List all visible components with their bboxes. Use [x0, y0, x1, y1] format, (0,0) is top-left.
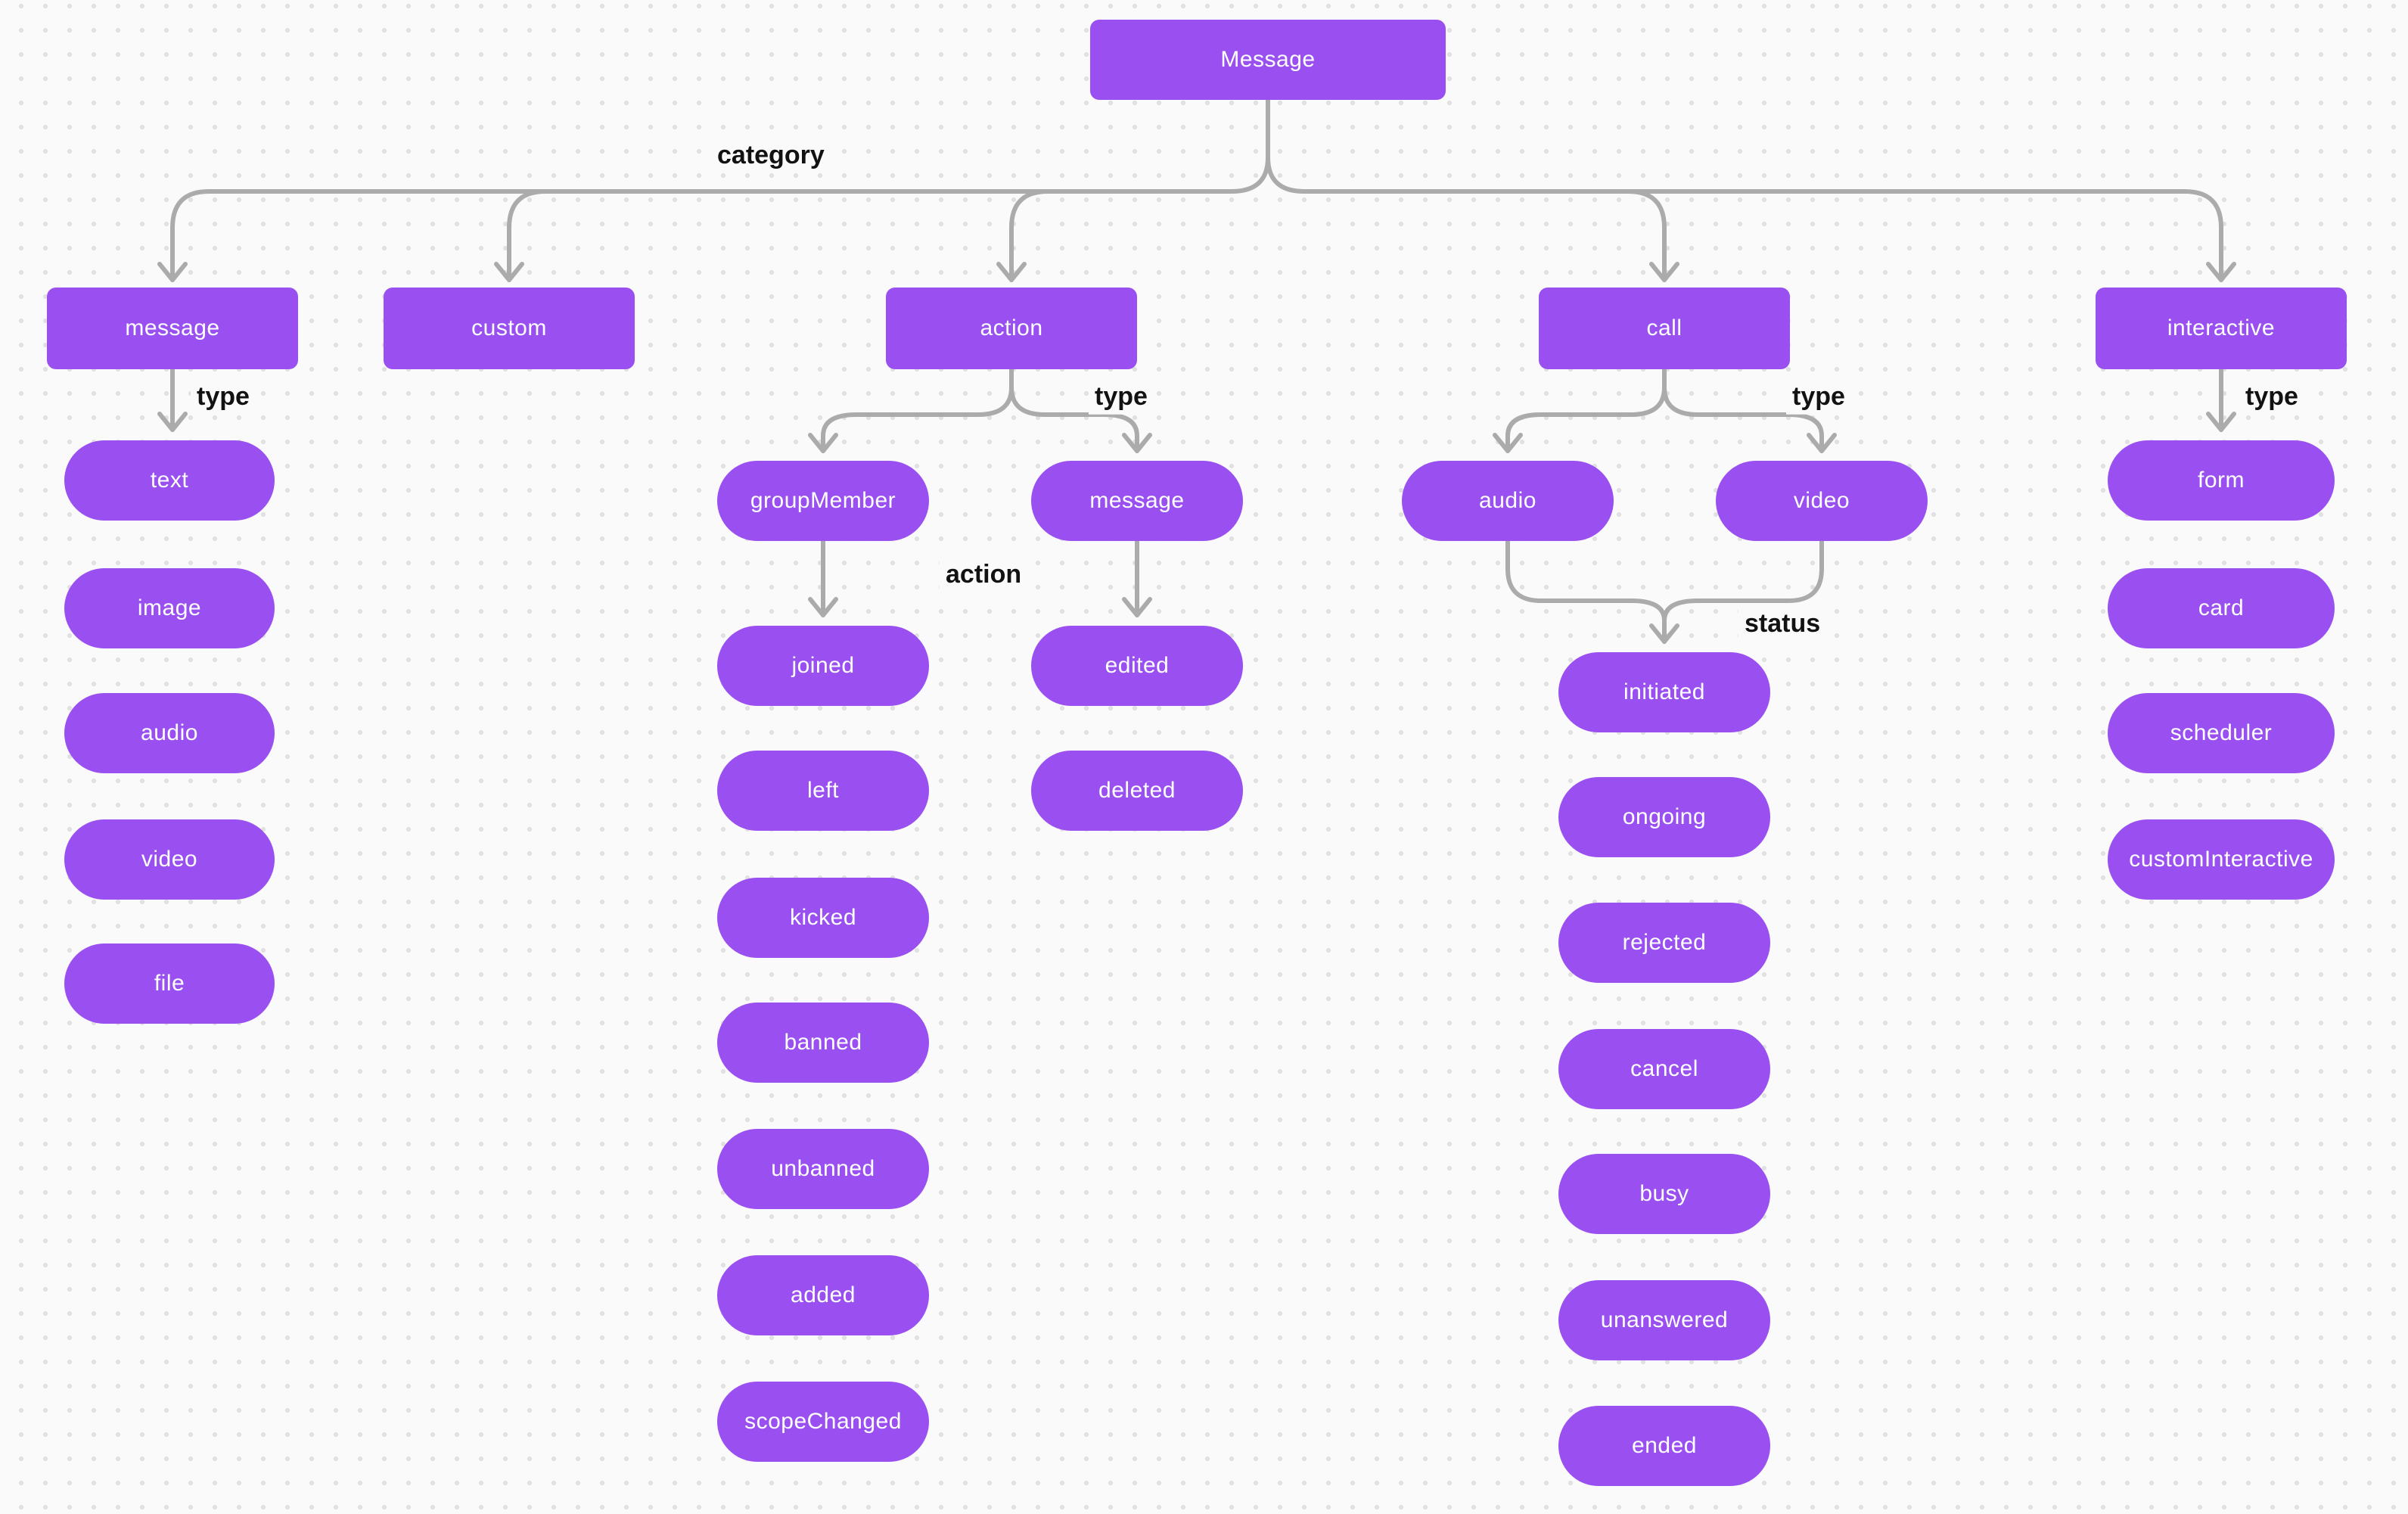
node-status-ended[interactable]: ended — [1558, 1406, 1770, 1486]
node-type-video[interactable]: video — [64, 819, 275, 900]
node-type-audio[interactable]: audio — [64, 693, 275, 773]
node-status-initiated[interactable]: initiated — [1558, 652, 1770, 732]
node-type-text[interactable]: text — [64, 440, 275, 521]
edge-label-type-action: type — [1089, 378, 1154, 415]
node-interactive-scheduler[interactable]: scheduler — [2108, 693, 2335, 773]
node-message-root[interactable]: Message — [1090, 20, 1446, 100]
node-call-audio[interactable]: audio — [1402, 461, 1614, 541]
node-group-scope-changed[interactable]: scopeChanged — [717, 1382, 929, 1462]
node-type-image[interactable]: image — [64, 568, 275, 648]
node-group-kicked[interactable]: kicked — [717, 878, 929, 958]
node-msg-deleted[interactable]: deleted — [1031, 751, 1243, 831]
edge-label-type-message: type — [191, 378, 256, 415]
edge-action-to-group-member — [808, 367, 1014, 453]
edge-root-to-interactive — [1266, 98, 2236, 282]
node-status-rejected[interactable]: rejected — [1558, 903, 1770, 983]
node-group-left[interactable]: left — [717, 751, 929, 831]
node-call-video[interactable]: video — [1716, 461, 1928, 541]
node-type-file[interactable]: file — [64, 944, 275, 1024]
node-group-banned[interactable]: banned — [717, 1003, 929, 1083]
node-category-custom[interactable]: custom — [384, 288, 635, 369]
edge-label-status: status — [1738, 605, 1827, 642]
node-group-joined[interactable]: joined — [717, 626, 929, 706]
node-status-ongoing[interactable]: ongoing — [1558, 777, 1770, 857]
node-group-unbanned[interactable]: unbanned — [717, 1129, 929, 1209]
edges-group — [157, 98, 2236, 644]
node-action-message[interactable]: message — [1031, 461, 1243, 541]
node-group-added[interactable]: added — [717, 1255, 929, 1335]
edge-label-action: action — [940, 556, 1028, 592]
node-interactive-card[interactable]: card — [2108, 568, 2335, 648]
node-status-unanswered[interactable]: unanswered — [1558, 1280, 1770, 1360]
edge-call-to-audio — [1493, 367, 1667, 453]
edge-root-to-call — [1626, 189, 1679, 282]
edge-audio-to-initiated — [1505, 539, 1679, 644]
node-interactive-form[interactable]: form — [2108, 440, 2335, 521]
node-category-call[interactable]: call — [1539, 288, 1790, 369]
node-category-message[interactable]: message — [47, 288, 298, 369]
edge-label-category: category — [711, 137, 831, 173]
edge-root-to-custom — [494, 189, 548, 282]
edge-root-to-action — [996, 189, 1050, 282]
edge-label-type-interactive: type — [2239, 378, 2304, 415]
node-interactive-custom[interactable]: customInteractive — [2108, 819, 2335, 900]
node-status-cancel[interactable]: cancel — [1558, 1029, 1770, 1109]
node-status-busy[interactable]: busy — [1558, 1154, 1770, 1234]
node-category-interactive[interactable]: interactive — [2096, 288, 2347, 369]
node-action-group-member[interactable]: groupMember — [717, 461, 929, 541]
edge-label-type-call: type — [1786, 378, 1851, 415]
node-category-action[interactable]: action — [886, 288, 1137, 369]
node-msg-edited[interactable]: edited — [1031, 626, 1243, 706]
edge-root-to-message — [157, 98, 1270, 282]
